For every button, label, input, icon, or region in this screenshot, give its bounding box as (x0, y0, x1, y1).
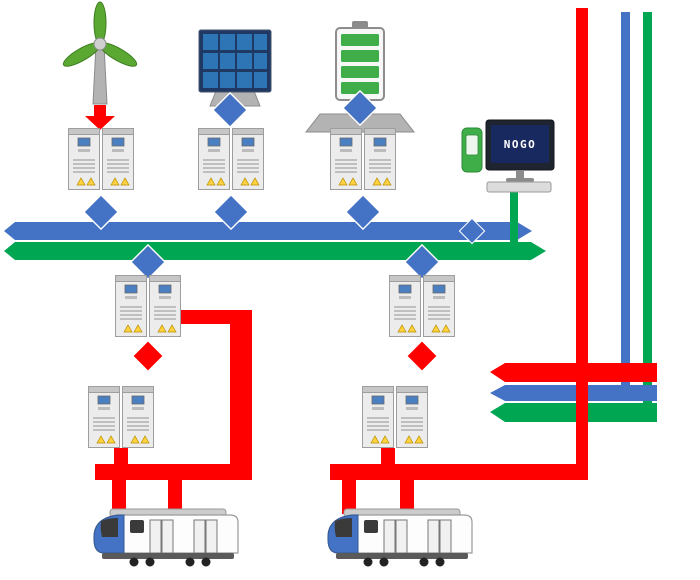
wind-turbine-icon (62, 1, 138, 105)
scada-monitor-screen (491, 125, 549, 163)
traction-rectifier-cabinets-left (89, 387, 154, 448)
green-line-bar (490, 403, 657, 422)
keyboard-icon (486, 181, 552, 193)
turbine-hub (93, 37, 107, 51)
scada-station: NOGO (461, 119, 555, 193)
blue-dc-bus-bar (4, 222, 532, 240)
monitor-base (506, 178, 534, 182)
handheld-device-screen (465, 134, 479, 156)
tram-icon-right (327, 508, 473, 567)
green-bus-bar (4, 242, 546, 260)
solar-converter-cabinets (199, 129, 264, 190)
feeder-riser-left (230, 310, 252, 480)
network-lines-right (490, 8, 657, 480)
catenary-drop (400, 479, 414, 514)
battery-charge-bars (341, 34, 379, 94)
traction-converter-cabinets-left (116, 276, 181, 337)
red-line-bar (490, 363, 657, 382)
monitor-label: NOGO (504, 138, 537, 151)
traction-rectifier-cabinets-right (363, 387, 428, 448)
catenary-bar-left (95, 464, 252, 480)
tram-icon-left (93, 508, 239, 567)
catenary-drop (342, 479, 356, 514)
scada-green-bus-link (510, 190, 518, 252)
monitor-stand (516, 170, 524, 179)
battery-icon (304, 21, 416, 133)
traction-power-network (95, 310, 582, 514)
battery-converter-cabinets (331, 129, 396, 190)
green-line-vertical (643, 12, 652, 410)
traction-converter-cabinets-right (390, 276, 455, 337)
blue-line-vertical (621, 12, 630, 392)
rectifier-output-right (381, 448, 395, 466)
catenary-drop (168, 479, 182, 514)
red-line-vertical (576, 8, 588, 480)
solar-cells (203, 34, 267, 88)
catenary-drop (112, 479, 126, 514)
traction-output-diamond-right (406, 340, 438, 372)
wind-converter-cabinets (69, 129, 134, 190)
rectifier-output-left (114, 448, 128, 466)
traction-output-diamond-left (132, 340, 164, 372)
wind-power-down-arrow-icon (85, 105, 115, 130)
catenary-bar-right (330, 464, 582, 480)
blue-line-bar (490, 385, 657, 401)
solar-panel-icon (198, 29, 272, 107)
